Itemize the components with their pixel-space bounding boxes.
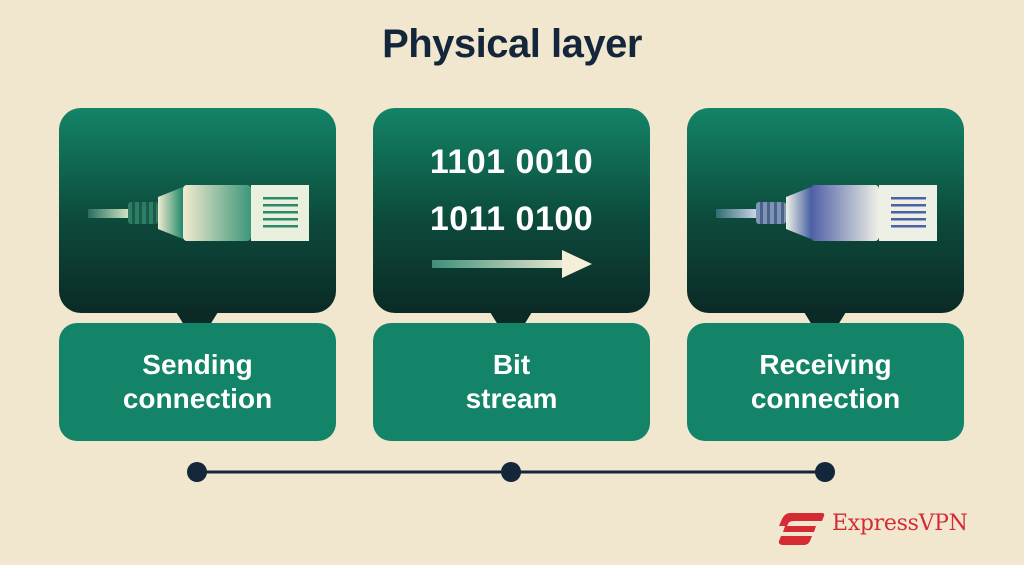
receiving-label-line1: Receiving <box>759 348 892 380</box>
sending-connection-label: Sending connection <box>59 323 336 441</box>
brand-name: ExpressVPN <box>832 511 968 536</box>
sending-label-line1: Sending <box>142 348 253 380</box>
page-title: Physical layer <box>382 22 642 66</box>
timeline-node-bit-stream <box>501 462 521 482</box>
bit-sequence-2: 1011 0100 <box>429 200 594 238</box>
bit-stream-label: Bit stream <box>373 323 650 441</box>
ethernet-plug-icon <box>716 185 937 241</box>
bit-stream-label-line1: Bit <box>492 348 531 380</box>
bit-stream-panel <box>373 108 650 313</box>
arrow-right-icon <box>432 250 592 278</box>
receiving-label-line2: connection <box>750 383 901 414</box>
sending-label-line2: connection <box>122 383 273 414</box>
bit-sequence-1: 1101 0010 <box>429 143 594 181</box>
expressvpn-logo-icon <box>778 513 825 545</box>
bit-stream-label-line2: stream <box>465 383 558 414</box>
timeline-node-sending <box>187 462 207 482</box>
timeline-node-receiving <box>815 462 835 482</box>
ethernet-plug-icon <box>88 185 309 241</box>
receiving-connection-label: Receiving connection <box>687 323 964 441</box>
